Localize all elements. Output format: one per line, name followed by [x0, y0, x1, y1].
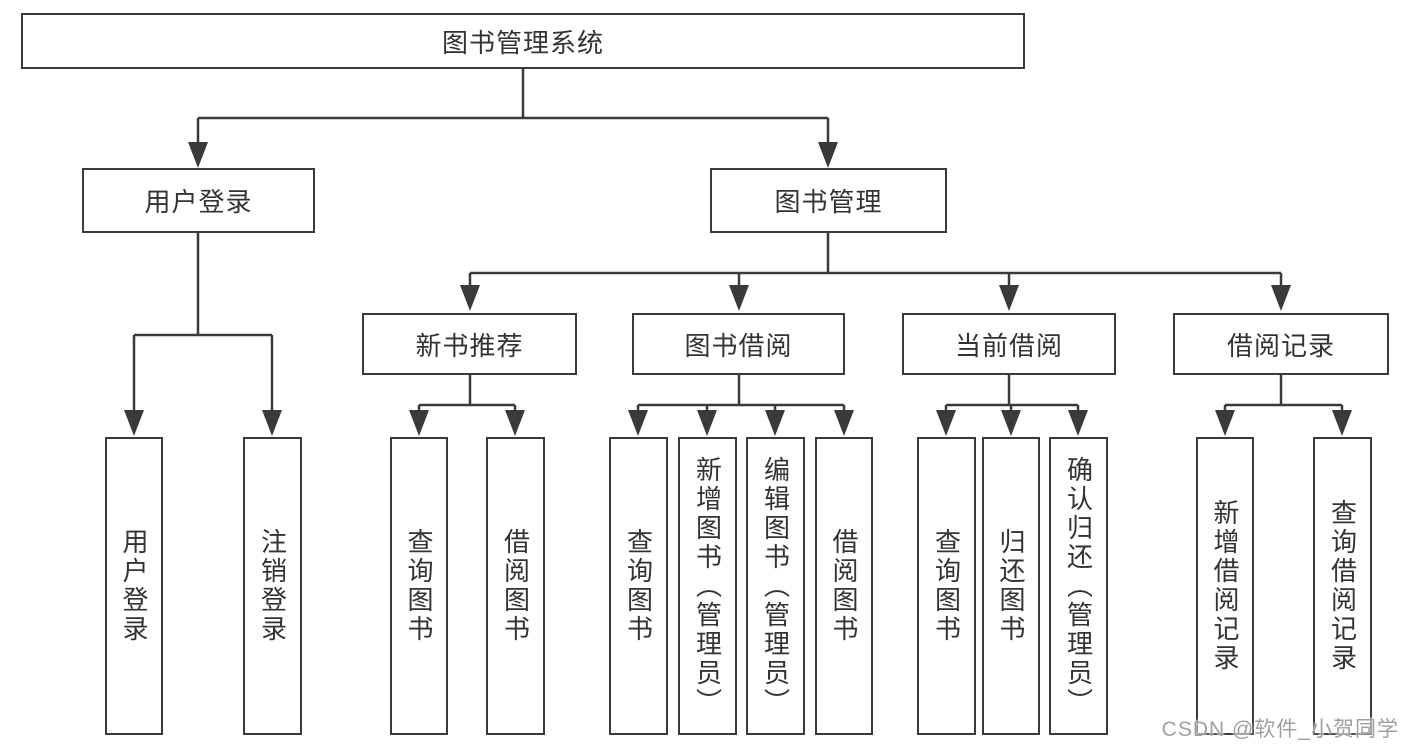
node-current-borrow: 当前借阅 [902, 313, 1116, 375]
node-label: 查询图书 [623, 528, 654, 644]
leaf-borrow-book-1: 借阅图书 [486, 437, 545, 735]
leaf-query-book-3: 查询图书 [917, 437, 976, 735]
node-borrow-records: 借阅记录 [1173, 313, 1389, 375]
node-label: 查询图书 [931, 528, 962, 644]
node-label: 新书推荐 [415, 330, 524, 361]
node-label: 借阅图书 [829, 528, 859, 644]
node-label: 用户登录 [144, 187, 253, 217]
node-new-book-recommend: 新书推荐 [362, 313, 577, 375]
leaf-edit-book-admin: 编辑图书（管理员） [746, 437, 805, 735]
node-book-management: 图书管理 [710, 168, 947, 233]
leaf-query-book-2: 查询图书 [609, 437, 668, 735]
node-root: 图书管理系统 [21, 13, 1025, 69]
node-label: 归还图书 [996, 528, 1026, 644]
leaf-user-login: 用户登录 [105, 437, 163, 735]
node-label: 借阅记录 [1226, 330, 1335, 361]
leaf-logout: 注销登录 [243, 437, 302, 735]
node-label: 用户登录 [119, 528, 149, 644]
node-label: 编辑图书（管理员） [760, 455, 791, 717]
node-label: 新增借阅记录 [1210, 499, 1240, 673]
node-label: 借阅图书 [500, 528, 531, 644]
leaf-add-book-admin: 新增图书（管理员） [678, 437, 737, 735]
node-label: 确认归还（管理员） [1063, 455, 1094, 717]
node-label: 查询图书 [404, 528, 434, 644]
node-label: 注销登录 [257, 528, 288, 644]
leaf-borrow-book-2: 借阅图书 [815, 437, 873, 735]
leaf-return-book: 归还图书 [982, 437, 1040, 735]
watermark-text: CSDN @软件_小贺同学 [1161, 718, 1399, 741]
node-label: 图书管理 [774, 187, 883, 217]
node-label: 新增图书（管理员） [692, 455, 723, 717]
node-user-login: 用户登录 [82, 168, 315, 233]
leaf-query-borrow-record: 查询借阅记录 [1313, 437, 1372, 735]
node-label: 图书管理系统 [441, 27, 604, 58]
node-label: 当前借阅 [954, 330, 1063, 361]
leaf-add-borrow-record: 新增借阅记录 [1196, 437, 1254, 735]
leaf-query-book-1: 查询图书 [390, 437, 448, 735]
node-book-borrow: 图书借阅 [632, 313, 845, 375]
leaf-confirm-return-admin: 确认归还（管理员） [1049, 437, 1108, 735]
node-label: 图书借阅 [684, 330, 793, 361]
node-label: 查询借阅记录 [1327, 499, 1358, 673]
